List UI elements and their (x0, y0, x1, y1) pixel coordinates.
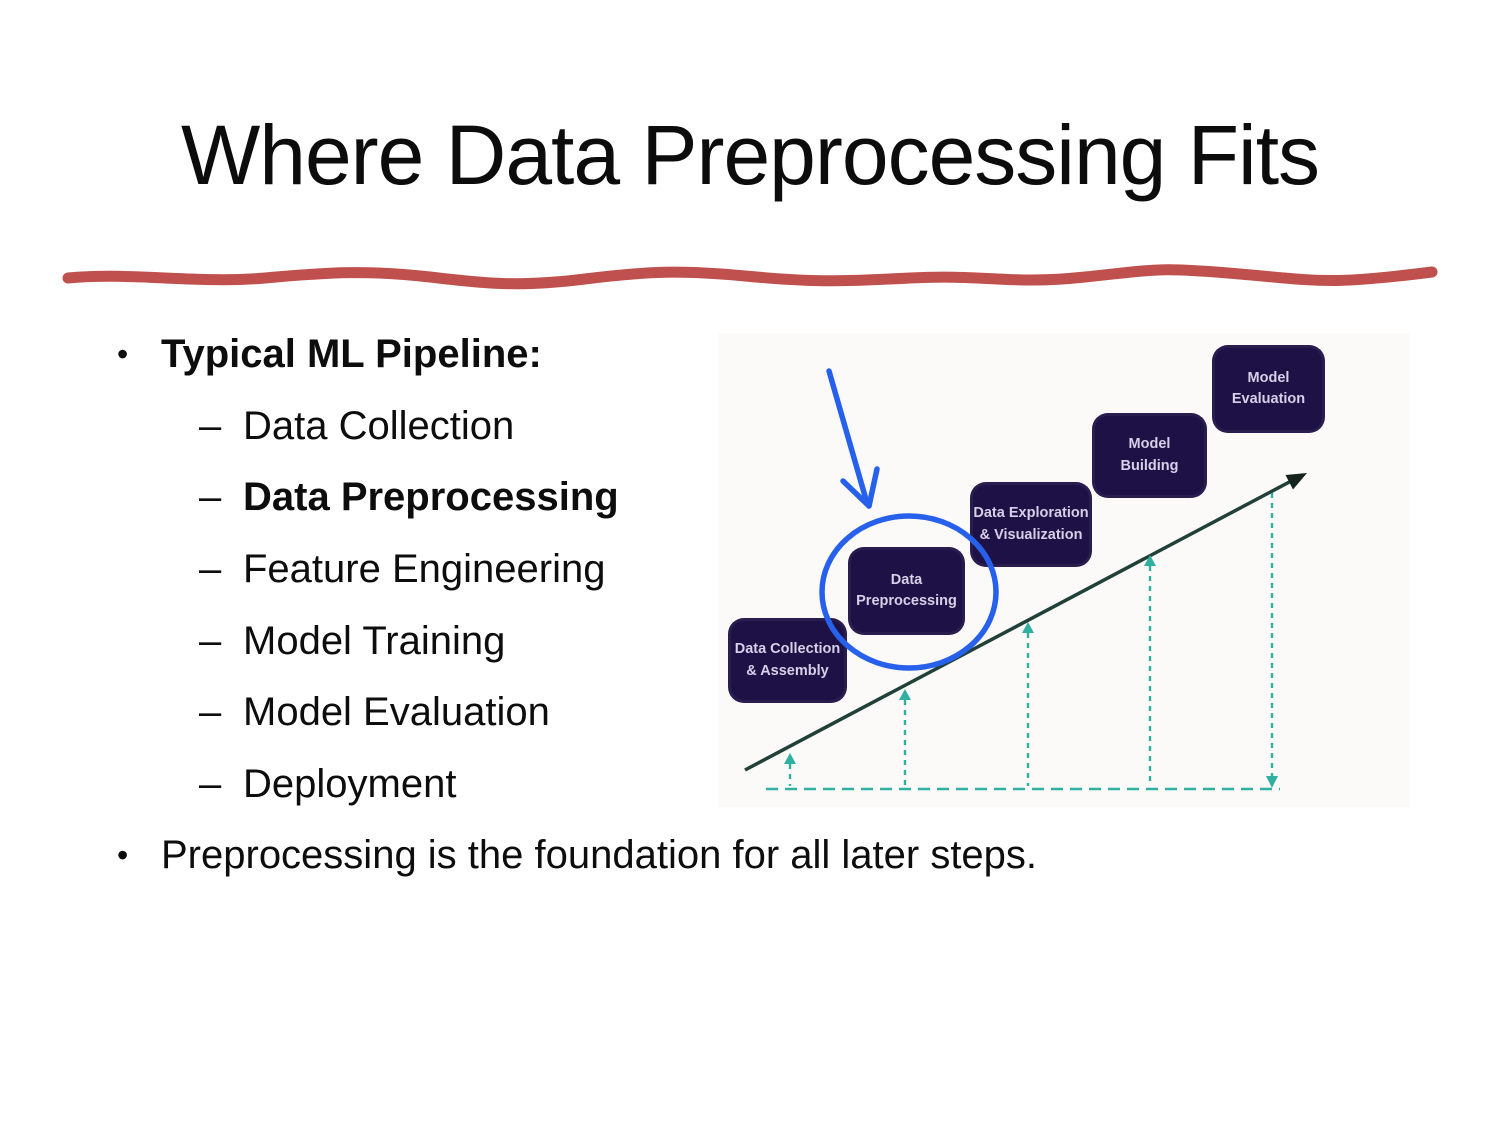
dash-marker: – (199, 690, 222, 735)
bullet-marker: • (117, 336, 129, 373)
pipeline-step-data-collection: Data Collection (243, 403, 515, 448)
bullet-marker: • (117, 837, 129, 874)
pipeline-step-data-preprocessing: Data Preprocessing (243, 475, 619, 520)
dash-marker: – (199, 761, 222, 806)
pipeline-step-deployment: Deployment (243, 761, 457, 806)
list-item: • Typical ML Pipeline: (104, 319, 744, 391)
pipeline-box-model-evaluation: Model Evaluation (1212, 345, 1325, 433)
dash-marker: – (199, 403, 222, 448)
title-underline (62, 264, 1438, 290)
list-item: – Feature Engineering (104, 534, 744, 606)
list-item: – Data Collection (104, 391, 744, 463)
pipeline-step-model-evaluation: Model Evaluation (243, 690, 550, 735)
slide-title: Where Data Preprocessing Fits (180, 108, 1320, 202)
list-item: – Model Evaluation (104, 677, 744, 749)
pipeline-step-model-training: Model Training (243, 618, 506, 663)
list-item: – Model Training (104, 605, 744, 677)
dash-marker: – (199, 475, 222, 520)
bullet-list: • Typical ML Pipeline: – Data Collection… (104, 319, 1037, 892)
pipeline-box-data-exploration-visualization: Data Exploration & Visualization (970, 482, 1092, 567)
pipeline-box-data-collection-assembly: Data Collection & Assembly (728, 618, 847, 703)
pipeline-box-data-preprocessing: Data Preprocessing (848, 547, 965, 635)
closing-bullet-text: Preprocessing is the foundation for all … (161, 833, 1038, 878)
list-item: – Data Preprocessing (104, 462, 744, 534)
pipeline-step-feature-engineering: Feature Engineering (243, 547, 606, 592)
intro-bullet-text: Typical ML Pipeline: (161, 332, 542, 377)
pipeline-box-model-building: Model Building (1092, 413, 1207, 498)
list-item: • Preprocessing is the foundation for al… (104, 820, 1037, 892)
list-item: – Deployment (104, 749, 744, 821)
dash-marker: – (199, 618, 222, 663)
wavy-underline-shape (62, 264, 1438, 290)
dash-marker: – (199, 547, 222, 592)
